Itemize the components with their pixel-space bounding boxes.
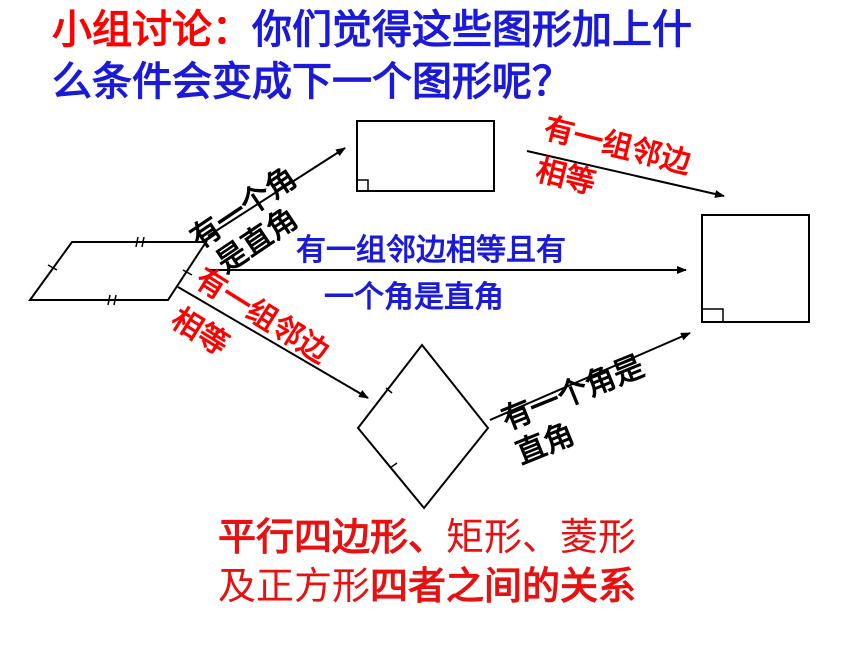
title-line-2: 么条件会变成下一个图形呢？ — [52, 59, 572, 105]
conclusion-normal-1: 矩形、菱形 — [446, 515, 637, 559]
rectangle-shape — [356, 120, 495, 192]
arrow-rectangle-to-square — [526, 150, 725, 198]
arrow-parallelogram-to-rhombus — [177, 286, 369, 399]
square-shape — [701, 214, 810, 323]
label-to-square-line2: 一个角是直角 — [324, 280, 504, 315]
square-right-angle-mark — [702, 308, 724, 322]
parallelogram-shape — [28, 241, 208, 301]
conclusion-normal-2: 及正方形 — [218, 564, 371, 608]
rhombus-shape — [356, 343, 490, 510]
rhombus-tick-marks — [385, 387, 398, 469]
conclusion-line-1: 平行四边形、矩形、菱形 — [218, 518, 636, 556]
parallelogram-tick-marks — [47, 236, 193, 306]
arrow-parallelogram-to-rectangle — [207, 147, 346, 237]
conclusion-line-2: 及正方形四者之间的关系 — [218, 567, 636, 605]
title-line-1: 小组讨论：你们觉得这些图形加上什 — [52, 10, 692, 50]
title-prefix: 小组讨论： — [52, 7, 252, 53]
title-question: 你们觉得这些图形加上什 — [252, 7, 692, 53]
conclusion-bold-1: 平行四边形、 — [218, 515, 447, 559]
label-to-square-line1: 有一组邻边相等且有 — [296, 233, 566, 268]
conclusion-bold-2: 四者之间的关系 — [370, 564, 637, 608]
rectangle-right-angle-mark — [357, 179, 369, 191]
arrow-rhombus-to-square — [489, 332, 691, 421]
